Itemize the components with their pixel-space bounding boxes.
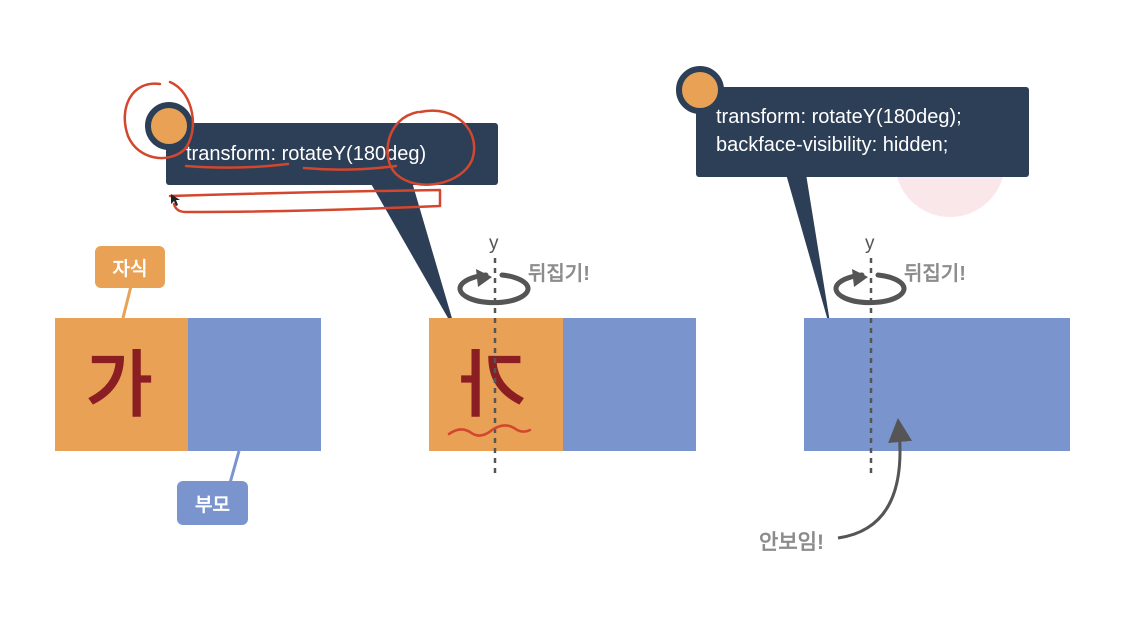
middle-rotation-arrow-icon (457, 269, 531, 306)
hidden-label: 안보임! (759, 531, 824, 554)
annotation-glyph-squiggle (447, 424, 532, 437)
right-rotation-arrow-icon (833, 269, 907, 306)
right-callout-line-1: transform: rotateY(180deg); (716, 106, 962, 128)
annotation-wide-box (168, 188, 442, 214)
middle-flip-label: 뒤집기! (528, 263, 590, 285)
right-callout-tail (786, 174, 832, 335)
right-parent-box (804, 318, 1070, 451)
left-callout: transform: rotateY(180deg) (166, 123, 498, 185)
left-callout-line-1: transform: rotateY(180deg) (186, 143, 427, 165)
child-tag: 자식 (95, 246, 165, 288)
right-callout-line-2: backface-visibility: hidden; (716, 134, 949, 156)
annotation-180deg-circle (386, 109, 476, 186)
middle-parent-box (563, 318, 696, 451)
right-callout: transform: rotateY(180deg); backface-vis… (696, 87, 1029, 177)
hidden-pointer-arrow-icon (837, 418, 913, 540)
right-axis-label: y (865, 233, 875, 254)
left-callout-tail (370, 182, 456, 332)
left-parent-box (188, 318, 321, 451)
left-child-box (55, 318, 188, 451)
left-callout-dot (145, 102, 193, 150)
right-flip-label: 뒤집기! (904, 263, 966, 285)
mouse-cursor-icon (171, 194, 180, 206)
middle-axis-label: y (489, 233, 499, 254)
right-callout-dot (676, 66, 724, 114)
annotation-transform-underline (184, 162, 290, 169)
annotation-dot-circle (123, 80, 195, 160)
annotation-rotate-underline (302, 164, 398, 171)
left-glyph: 가 (86, 343, 153, 427)
parent-tag: 부모 (177, 481, 248, 525)
